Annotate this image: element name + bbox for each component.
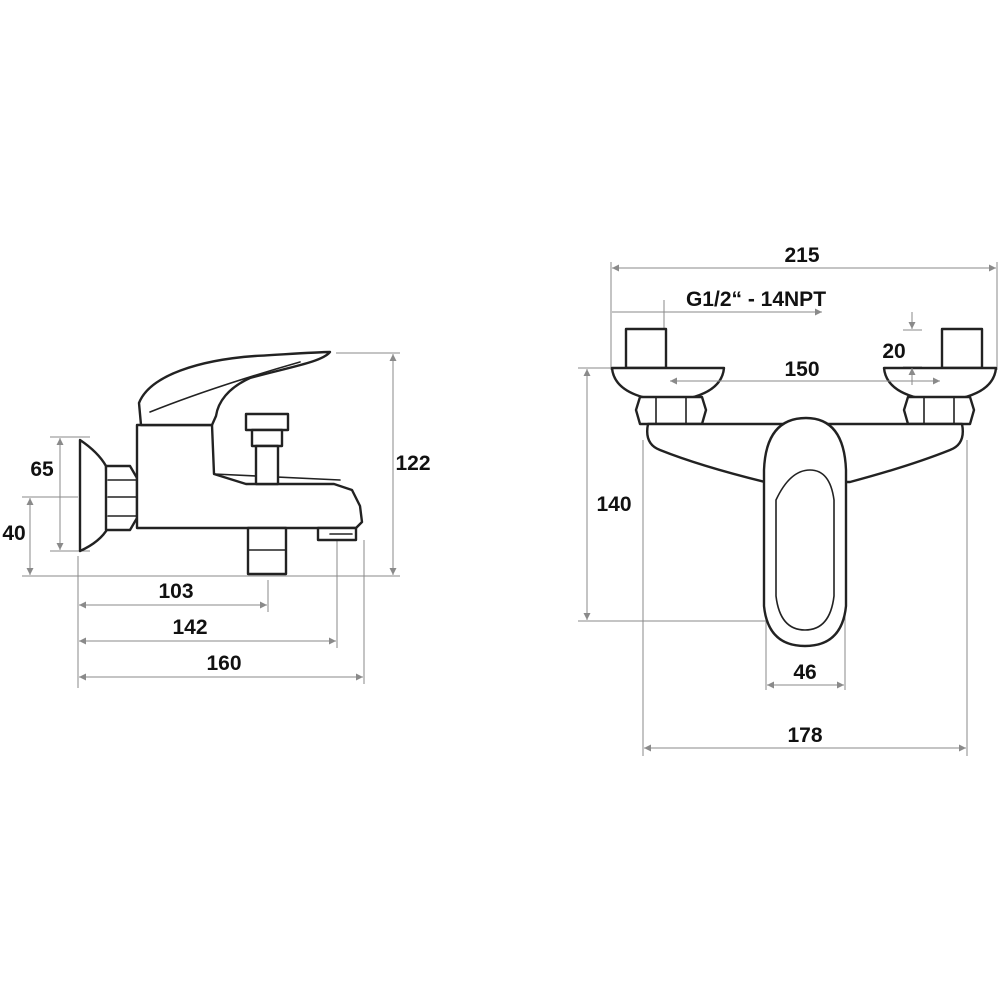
mixer-body — [135, 423, 364, 530]
wall-plate — [78, 438, 110, 553]
lever-inner-line — [149, 361, 301, 413]
diverter-cap — [250, 428, 284, 448]
right-wall-rosette — [882, 366, 998, 400]
dim-height-overall: 122 — [395, 452, 430, 475]
eccentric-nut — [104, 464, 139, 532]
dim-width-overall: 215 — [784, 244, 819, 267]
dim-body-width: 178 — [787, 724, 822, 747]
dim-connector-spacing: 150 — [784, 358, 819, 381]
hex-nut-facets — [655, 396, 955, 425]
front-dimension-lines — [583, 264, 996, 752]
dim-diverter-offset: 103 — [158, 580, 193, 603]
front-view: 215 G1/2“ - 14NPT 20 150 140 46 178 — [578, 244, 998, 756]
front-lever-inner — [775, 469, 835, 631]
nut-facets — [107, 479, 138, 517]
dim-handle-width: 46 — [793, 661, 816, 684]
side-dimension-lines — [26, 354, 397, 681]
left-connector-stud — [624, 327, 668, 370]
right-connector-stud — [940, 327, 984, 370]
diverter-stem — [254, 444, 280, 486]
dim-wall-plate: 65 — [30, 458, 54, 481]
shower-outlet-connector — [246, 526, 288, 576]
front-lever-handle — [762, 416, 848, 648]
front-extension-lines — [578, 262, 998, 756]
side-extension-lines — [22, 352, 400, 688]
dim-outlet-height: 40 — [2, 522, 25, 545]
side-view: 122 65 40 103 142 160 — [2, 350, 431, 688]
right-hex-nut — [902, 395, 976, 426]
dim-connector-height: 20 — [882, 340, 905, 363]
dim-body-height: 140 — [596, 493, 631, 516]
left-wall-rosette — [610, 366, 726, 400]
dim-spout-outlet: 142 — [172, 616, 207, 639]
left-hex-nut — [634, 395, 708, 426]
dim-connection-thread: G1/2“ - 14NPT — [686, 288, 826, 311]
lever-handle — [137, 350, 332, 427]
diverter-knob — [244, 412, 290, 432]
dim-depth-overall: 160 — [206, 652, 241, 675]
